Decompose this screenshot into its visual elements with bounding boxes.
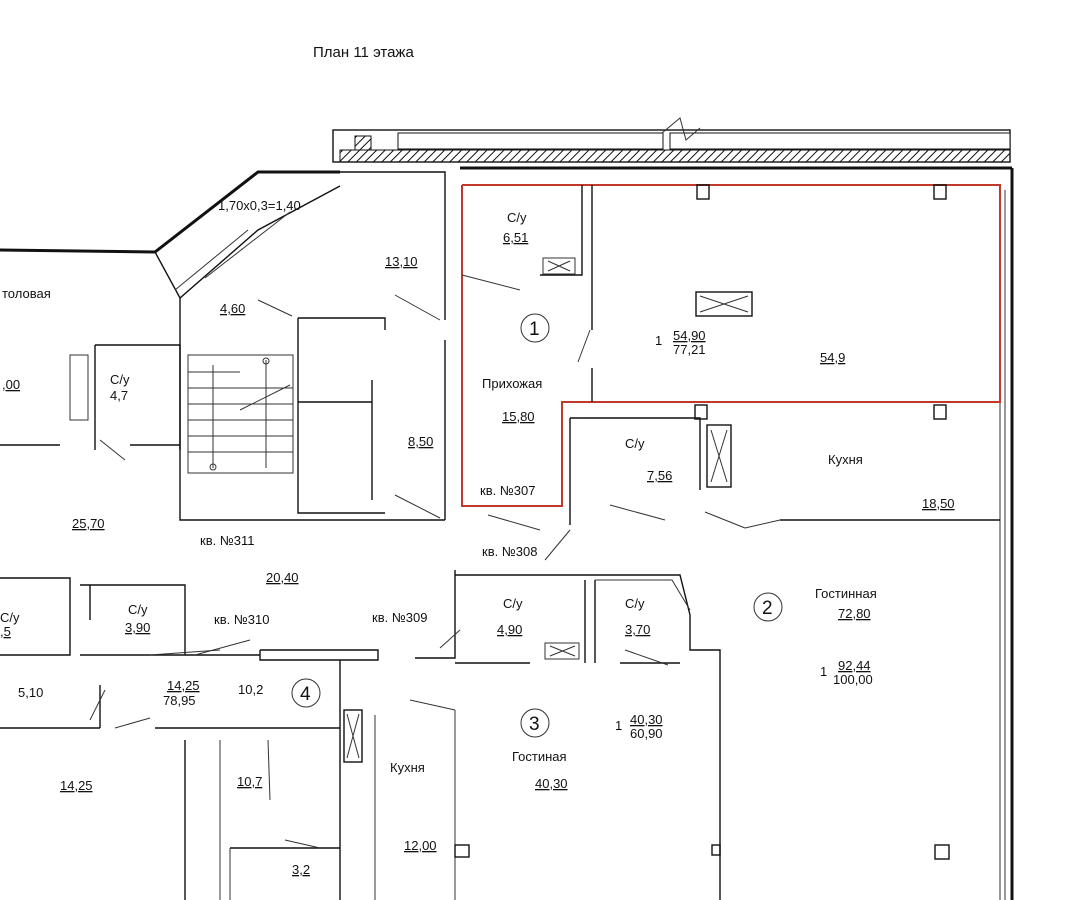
room-name: С/у — [128, 602, 148, 617]
apartment-number: 2 — [762, 598, 773, 619]
room-name: Гостиная — [512, 749, 567, 764]
top-balcony — [332, 117, 1011, 163]
room-area: 3,2 — [292, 862, 310, 877]
room-area: 6,51 — [503, 230, 528, 245]
dimension-note: 1,70x0,3=1,40 — [218, 198, 301, 213]
room-area: 4,7 — [110, 388, 128, 403]
apartment-label: кв. №311 — [200, 533, 255, 548]
apartment-total-area: 77,21 — [673, 342, 706, 357]
room-area: 8,50 — [408, 434, 433, 449]
apartment-total-area: 78,95 — [163, 693, 196, 708]
apartment-number-badge — [520, 313, 550, 343]
apartment-total-area: 60,90 — [630, 726, 663, 741]
room-area: ,00 — [2, 377, 20, 392]
room-area: 72,80 — [838, 606, 871, 621]
apartment-summary-prefix: 1 — [655, 333, 662, 348]
room-area: 4,90 — [497, 622, 522, 637]
room-name: С/у — [503, 596, 523, 611]
room-name: толовая — [2, 286, 51, 301]
room-area: 10,7 — [237, 774, 262, 789]
room-area: 25,70 — [72, 516, 105, 531]
apartment-number-badge — [520, 708, 550, 738]
apartment-label: кв. №308 — [482, 544, 537, 559]
room-area: 5,10 — [18, 685, 43, 700]
apartment-total-area: 100,00 — [833, 672, 873, 687]
room-area: 18,50 — [922, 496, 955, 511]
apartment-summary-prefix: 1 — [820, 664, 827, 679]
apartment-label: кв. №310 — [214, 612, 269, 627]
apartment-living-area: 54,90 — [673, 328, 706, 343]
room-name: С/у — [625, 436, 645, 451]
room-area: 7,56 — [647, 468, 672, 483]
apartment-living-area: 14,25 — [167, 678, 200, 693]
walls — [0, 166, 1014, 900]
room-name: С/у — [507, 210, 527, 225]
room-area: 12,00 — [404, 838, 437, 853]
apartment-number-badge — [291, 678, 321, 708]
apartment-summary-prefix: 1 — [615, 718, 622, 733]
room-name: Кухня — [828, 452, 863, 467]
apartment-number: 4 — [300, 684, 311, 705]
room-area: 10,2 — [238, 682, 263, 697]
room-area: 14,25 — [60, 778, 93, 793]
room-name: Гостинная — [815, 586, 877, 601]
room-area: 40,30 — [535, 776, 568, 791]
room-name: Прихожая — [482, 376, 542, 391]
apartment-number-badge — [753, 592, 783, 622]
room-name: С/у — [625, 596, 645, 611]
room-area: 15,80 — [502, 409, 535, 424]
apartment-number: 3 — [529, 714, 540, 735]
apartment-label: кв. №307 — [480, 483, 535, 498]
apartment-living-area: 40,30 — [630, 712, 663, 727]
room-area: 3,70 — [625, 622, 650, 637]
room-name: Кухня — [390, 760, 425, 775]
room-area: 4,60 — [220, 301, 245, 316]
room-area: 13,10 — [385, 254, 418, 269]
room-name: С/у — [0, 610, 20, 625]
room-name: С/у — [110, 372, 130, 387]
apartment-label: кв. №309 — [372, 610, 427, 625]
room-area: 54,9 — [820, 350, 845, 365]
labels: 1,70x0,3=1,40 С/у 6,51 Прихожая 15,80 кв… — [0, 198, 955, 877]
plan-title: План 11 этажа — [313, 44, 414, 61]
room-area: ,5 — [0, 624, 11, 639]
apartment-number: 1 — [529, 319, 540, 340]
apartment-living-area: 92,44 — [838, 658, 871, 673]
room-area: 20,40 — [266, 570, 299, 585]
room-area: 3,90 — [125, 620, 150, 635]
